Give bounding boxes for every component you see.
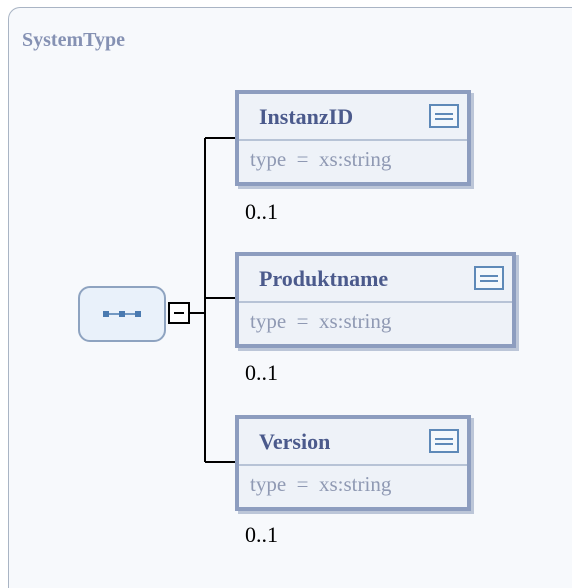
element-name: InstanzID (259, 104, 354, 129)
element-instanzid[interactable]: InstanzID type = xs:string (235, 90, 471, 186)
element-type: type = xs:string (250, 472, 392, 496)
documentation-icon[interactable] (429, 104, 459, 128)
sequence-compositor-icon (103, 311, 141, 317)
collapse-minus-icon (174, 312, 184, 314)
cardinality-label: 0..1 (245, 360, 278, 385)
element-divider (239, 464, 467, 466)
element-name: Produktname (259, 266, 389, 291)
collapse-toggle[interactable] (168, 302, 190, 324)
documentation-icon[interactable] (474, 266, 504, 290)
cardinality-label: 0..1 (245, 199, 278, 224)
complex-type-title: SystemType (22, 29, 125, 51)
element-divider (239, 139, 467, 141)
element-name: Version (259, 429, 331, 454)
element-divider (239, 301, 512, 303)
sequence-compositor[interactable] (78, 286, 166, 342)
connector-lines (190, 137, 236, 463)
element-produktname[interactable]: Produktname type = xs:string (235, 252, 516, 348)
element-type: type = xs:string (250, 309, 392, 333)
element-version[interactable]: Version type = xs:string (235, 415, 471, 511)
cardinality-label: 0..1 (245, 522, 278, 547)
element-type: type = xs:string (250, 147, 392, 171)
documentation-icon[interactable] (429, 429, 459, 453)
